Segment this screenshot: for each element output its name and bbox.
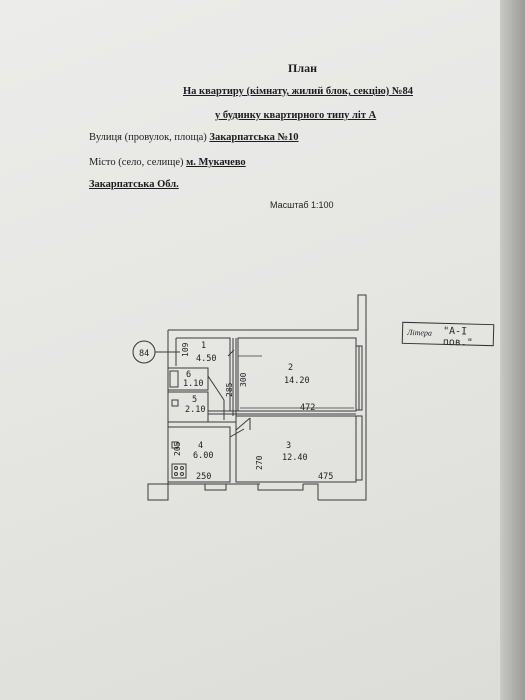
room-3-number: 3	[286, 441, 291, 451]
document-title: План	[288, 61, 317, 75]
room-4-outline	[167, 426, 231, 483]
dim-472: 472	[300, 403, 315, 413]
room-6-outline	[167, 367, 209, 391]
city-value: м. Мукачево	[186, 157, 246, 168]
room-6-number: 6	[186, 370, 191, 380]
room-2-number: 2	[288, 363, 293, 373]
room-4-area: 6.00	[193, 451, 213, 461]
apartment-number: 84	[139, 349, 149, 359]
city-row: Місто (село, селище) м. Мукачево	[89, 157, 246, 168]
exterior-wall-left	[147, 330, 169, 501]
dim-285: 285	[225, 382, 234, 397]
window-bottom-left	[204, 484, 227, 491]
room-1-area: 4.50	[196, 354, 216, 364]
apartment-line: На квартиру (кімнату, жилий блок, секцію…	[183, 86, 413, 97]
room-2-outline	[237, 337, 357, 412]
dim-205: 205	[173, 441, 182, 456]
dim-270: 270	[255, 455, 264, 470]
street-label: Вулиця (провулок, площа)	[89, 132, 207, 143]
dim-300: 300	[239, 372, 248, 387]
dim-250: 250	[196, 472, 211, 482]
region-line: Закарпатська Обл.	[89, 179, 179, 190]
room-1-number: 1	[201, 341, 206, 351]
dim-109: 109	[181, 342, 190, 357]
room-4-number: 4	[198, 441, 203, 451]
room-3-area: 12.40	[282, 453, 308, 463]
dim-475: 475	[318, 472, 333, 482]
page-edge	[500, 0, 525, 700]
room-5-area: 2.10	[185, 405, 205, 415]
building-type-line: у будинку квартирного типу літ А	[215, 110, 377, 121]
litera-stamp: Літера "А-I пов."	[401, 321, 495, 349]
room-5-number: 5	[192, 395, 197, 405]
room-6-area: 1.10	[183, 379, 203, 389]
room-5-outline	[167, 391, 209, 423]
window-bottom	[257, 484, 304, 491]
litera-label: Літера	[406, 327, 433, 338]
room-1-outline	[176, 337, 231, 411]
room-3-outline	[235, 415, 357, 483]
scale-label: Масштаб 1:100	[270, 200, 334, 210]
exterior-wall-right	[168, 294, 367, 501]
room-2-area: 14.20	[284, 376, 310, 386]
city-label: Місто (село, селище)	[89, 157, 184, 168]
street-row: Вулиця (провулок, площа) Закарпатська №1…	[89, 132, 299, 143]
litera-value: "А-I пов."	[442, 325, 474, 349]
street-value: Закарпатська №10	[209, 132, 299, 143]
